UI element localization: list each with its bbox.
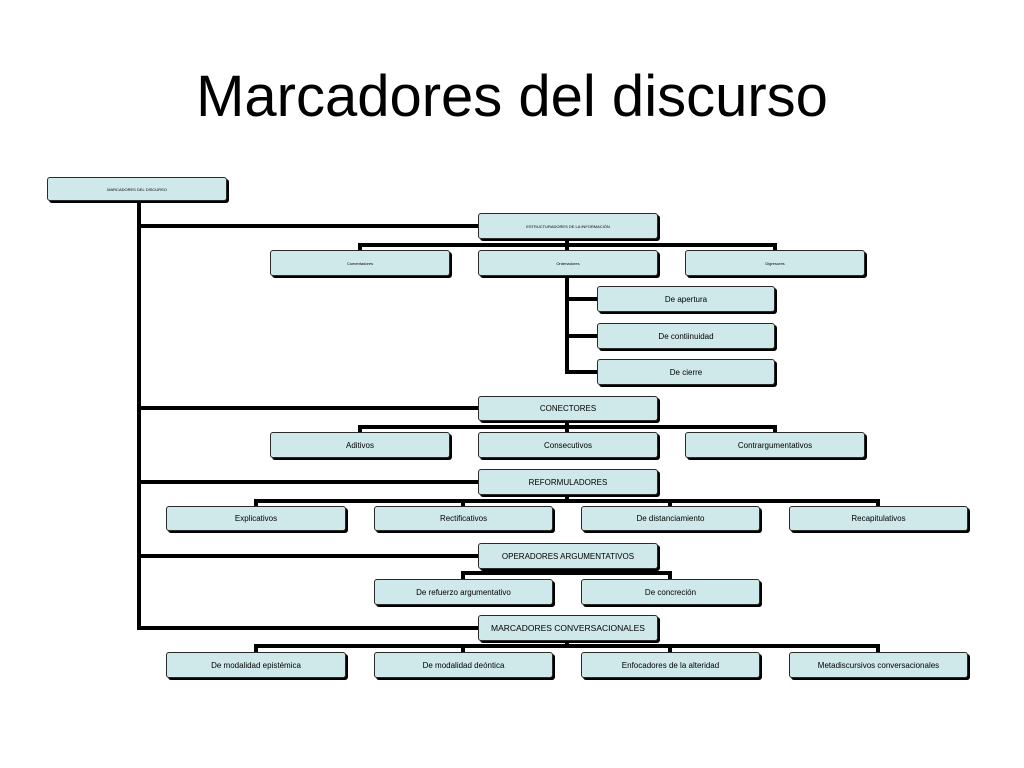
node-root: MARCADORES DEL DISCURSO <box>47 177 227 201</box>
page-title: Marcadores del discurso <box>196 64 828 129</box>
node-enfocadores-alteridad: Enfocadores de la alteridad <box>581 652 760 678</box>
node-reformuladores: REFORMULADORES <box>478 469 658 495</box>
node-metadiscursivos-conversacionales: Metadiscursivos conversacionales <box>789 652 968 678</box>
node-recapitulativos: Recapitulativos <box>789 506 968 531</box>
node-digresores: Digresores <box>685 250 865 276</box>
node-marcadores-conversacionales: MARCADORES CONVERSACIONALES <box>478 615 658 641</box>
node-aditivos: Aditivos <box>270 432 450 458</box>
node-de-distanciamiento: De distanciamiento <box>581 506 760 531</box>
node-de-apertura: De apertura <box>597 286 775 312</box>
node-de-cierre: De cierre <box>597 359 775 385</box>
node-de-concrecion: De concreción <box>581 579 760 605</box>
node-comentadores: Comentadores <box>270 250 450 276</box>
node-de-continuidad: De contiinuidad <box>597 323 775 349</box>
node-conectores: CONECTORES <box>478 396 658 421</box>
node-ordenadores: Ordenadores <box>478 250 658 276</box>
node-rectificativos: Rectificativos <box>374 506 553 531</box>
node-modalidad-deontica: De modalidad deóntica <box>374 652 553 678</box>
node-operadores-argumentativos: OPERADORES ARGUMENTATIVOS <box>478 543 658 569</box>
node-explicativos: Explicativos <box>166 506 346 531</box>
node-de-refuerzo-argumentativo: De refuerzo argumentativo <box>374 579 553 605</box>
node-consecutivos: Consecutivos <box>478 432 658 458</box>
node-modalidad-epistemica: De modalidad epistémica <box>166 652 346 678</box>
node-contrargumentativos: Contrargumentativos <box>685 432 865 458</box>
node-estructuradores: ESTRUCTURADORES DE LA INFORMACIÓN <box>478 213 658 239</box>
